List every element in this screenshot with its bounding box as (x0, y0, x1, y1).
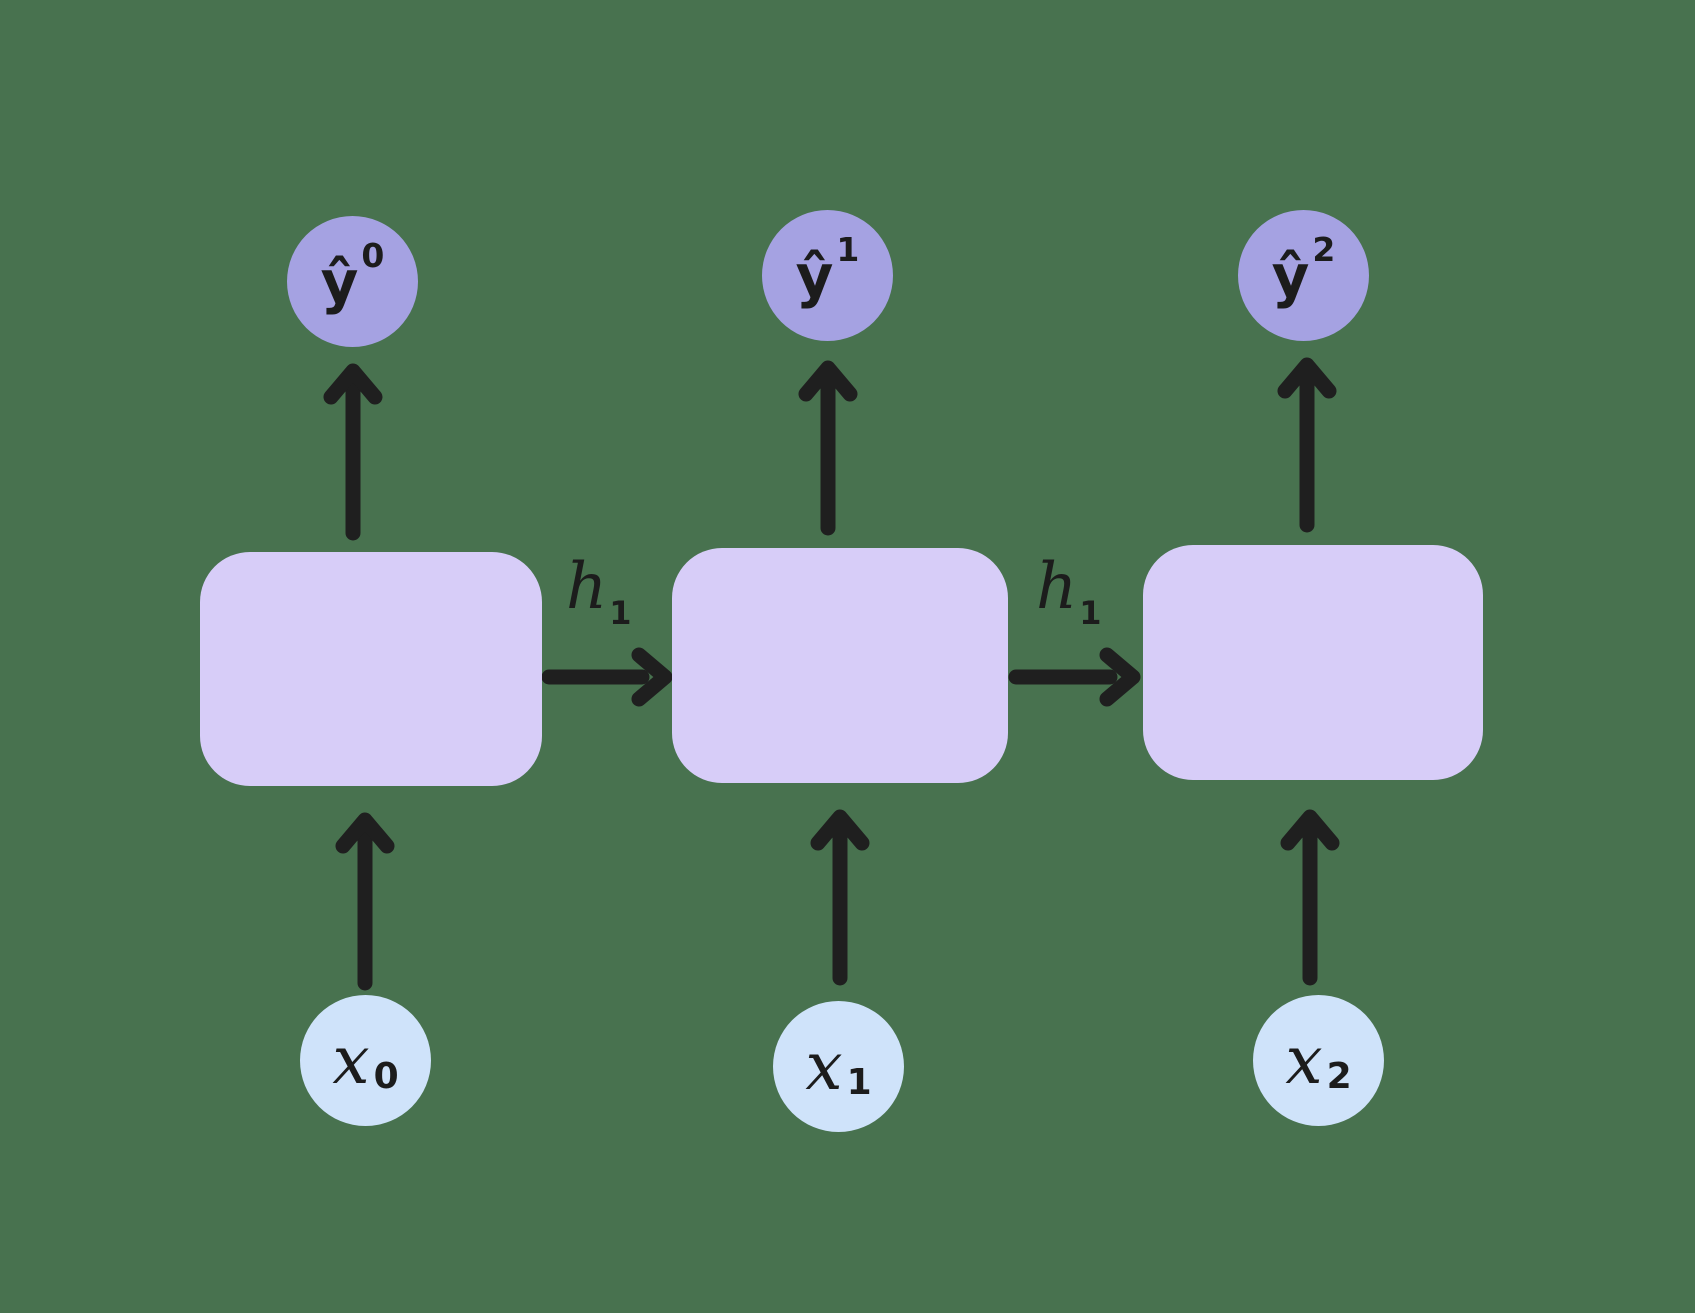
input-subscript-1: 1 (846, 1061, 872, 1103)
input-subscript-0: 0 (373, 1055, 399, 1097)
hidden-state-label-1: h1 (1036, 555, 1101, 629)
output-superscript-2: 2 (1312, 230, 1336, 269)
hidden-state-subscript-1: 1 (1079, 594, 1102, 632)
input-label-0: x (332, 1021, 370, 1099)
arrow-cell0-to-cell1-hidden-state (541, 647, 673, 707)
input-subscript-2: 2 (1326, 1055, 1352, 1097)
arrow-input0-to-cell0 (335, 812, 395, 991)
input-label-2: x (1285, 1021, 1323, 1099)
hidden-state-base-1: h (1036, 550, 1078, 624)
arrow-input2-to-cell2 (1280, 809, 1340, 986)
input-label-1: x (805, 1027, 843, 1105)
output-label-2: ŷ (1271, 241, 1310, 310)
arrow-cell0-to-output0 (323, 363, 383, 541)
arrow-cell2-to-output2 (1277, 357, 1337, 533)
rnn-cell-1 (672, 548, 1008, 783)
output-superscript-1: 1 (836, 230, 860, 269)
arrow-input1-to-cell1 (810, 809, 870, 986)
arrow-cell1-to-output1 (798, 360, 858, 536)
output-label-1: ŷ (795, 241, 834, 310)
rnn-cell-2 (1143, 545, 1483, 780)
output-label-0: ŷ (320, 247, 359, 316)
hidden-state-subscript-0: 1 (609, 594, 632, 632)
hidden-state-label-0: h1 (566, 555, 631, 629)
rnn-cell-0 (200, 552, 542, 786)
hidden-state-base-0: h (566, 550, 608, 624)
output-superscript-0: 0 (361, 236, 385, 275)
arrow-cell1-to-cell2-hidden-state (1008, 647, 1141, 707)
